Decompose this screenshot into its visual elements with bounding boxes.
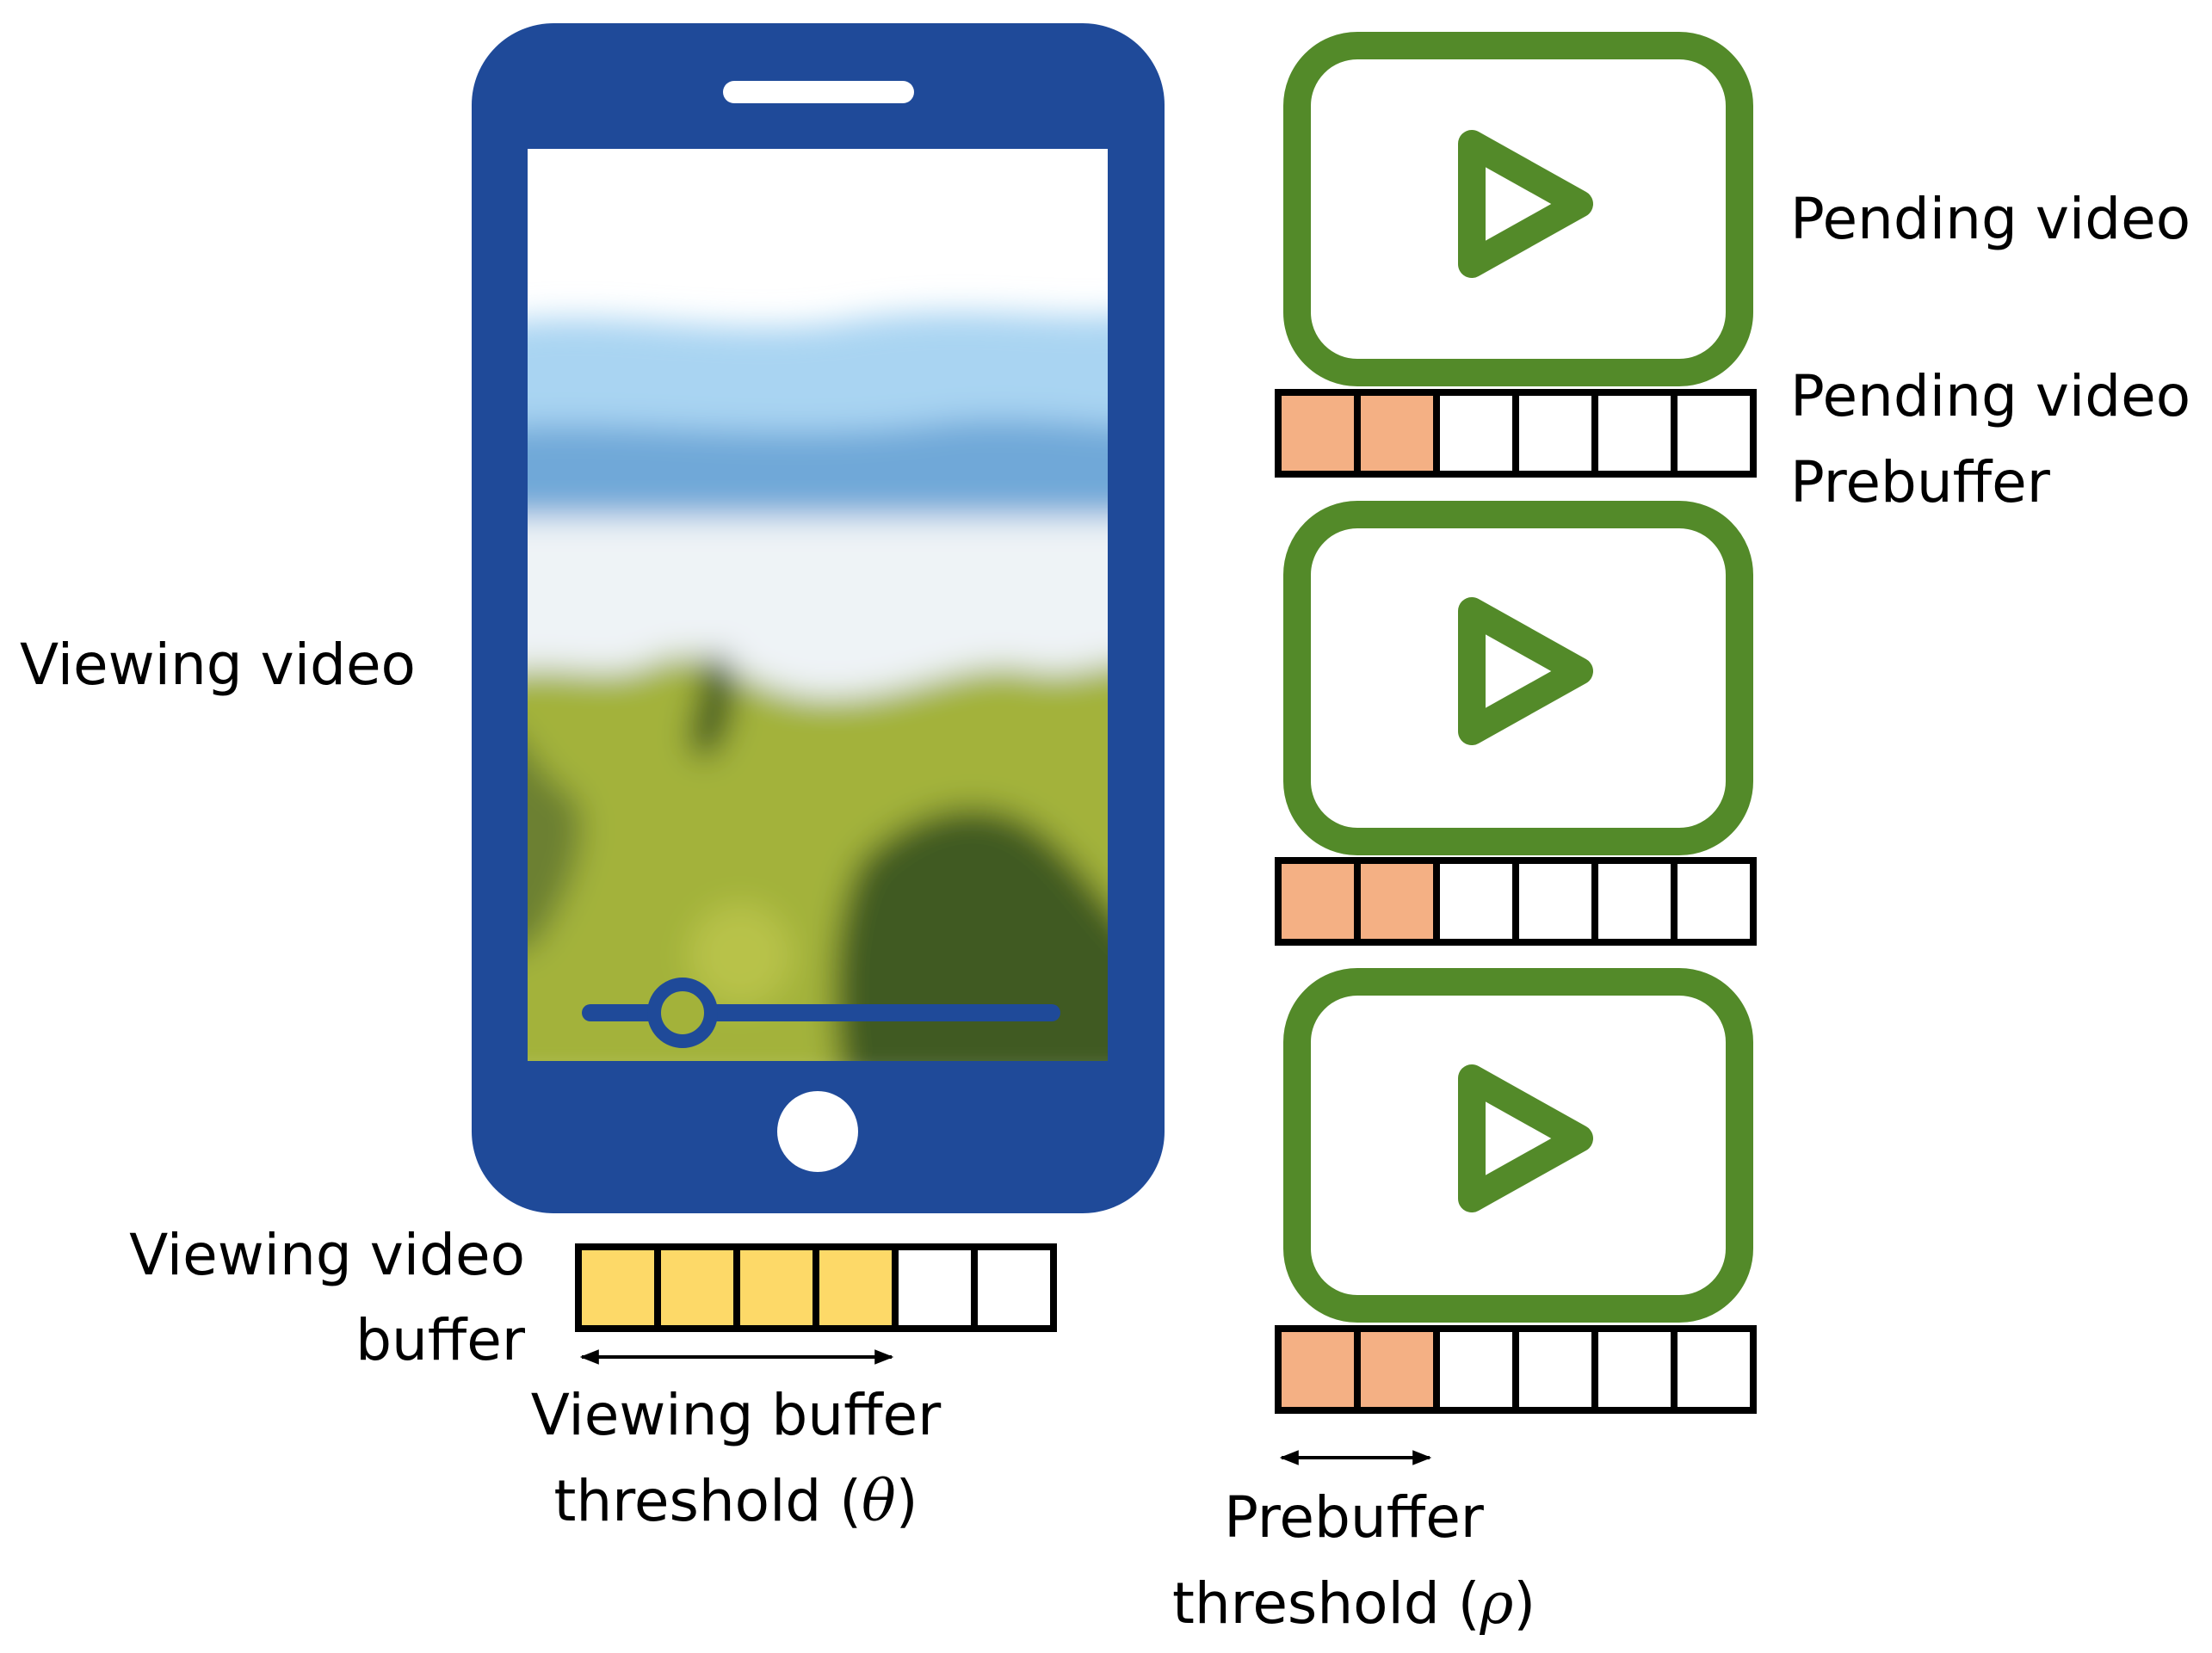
buffer-cell-filled [654, 1243, 740, 1332]
buffer-cell-empty [1433, 857, 1519, 946]
pending-video-prebuffer [1275, 1325, 1757, 1414]
buffer-cell-filled [1275, 389, 1361, 478]
video-progress-knob[interactable] [647, 978, 718, 1048]
buffer-cell-empty [1433, 389, 1519, 478]
buffer-cell-empty [1591, 389, 1678, 478]
viewing-threshold-label-line2: threshold (θ) [553, 1468, 918, 1534]
buffer-cell-empty [1591, 857, 1678, 946]
buffer-cell-empty [1591, 1325, 1678, 1414]
buffer-cell-empty [1512, 389, 1598, 478]
prebuffer-threshold-label: Prebuffer [1224, 1484, 1485, 1551]
phone-speaker [723, 81, 914, 103]
buffer-cell-filled [1275, 857, 1361, 946]
buffer-cell-filled [1354, 389, 1440, 478]
pending-prebuffer-label-line2: Prebuffer [1790, 449, 2051, 515]
phone-screen [528, 149, 1108, 1061]
pending-prebuffer-label: Pending video [1790, 363, 2190, 429]
pending-video-prebuffer [1275, 389, 1757, 478]
buffer-cell-filled [1354, 1325, 1440, 1414]
video-play-icon [1283, 968, 1753, 1323]
pending-video-prebuffer [1275, 857, 1757, 946]
video-play-icon [1283, 32, 1753, 386]
buffer-cell-empty [1671, 1325, 1757, 1414]
buffer-cell-filled [1354, 857, 1440, 946]
smartphone-icon [472, 23, 1165, 1213]
prebuffer-threshold-label-line2: threshold (ρ) [1172, 1570, 1535, 1637]
theta-symbol: θ [862, 1468, 896, 1534]
buffer-cell-empty [892, 1243, 978, 1332]
viewing-video-buffer-label-line2: buffer [355, 1307, 526, 1373]
buffer-cell-filled [1275, 1325, 1361, 1414]
viewing-threshold-label: Viewing buffer [531, 1382, 942, 1448]
viewing-video-label: Viewing video [20, 632, 416, 698]
rho-symbol: ρ [1480, 1570, 1514, 1637]
video-play-icon [1283, 501, 1753, 855]
viewing-video-buffer [575, 1243, 1057, 1332]
viewing-video-buffer-label: Viewing video [129, 1222, 525, 1288]
buffer-cell-empty [1512, 857, 1598, 946]
buffer-cell-empty [1433, 1325, 1519, 1414]
buffer-cell-empty [1671, 857, 1757, 946]
buffer-cell-filled [813, 1243, 899, 1332]
buffer-cell-empty [1512, 1325, 1598, 1414]
buffer-cell-empty [971, 1243, 1057, 1332]
pending-video-label: Pending video [1790, 186, 2190, 252]
buffer-cell-empty [1671, 389, 1757, 478]
buffer-cell-filled [575, 1243, 661, 1332]
buffer-cell-filled [733, 1243, 819, 1332]
phone-home-button[interactable] [777, 1091, 858, 1172]
